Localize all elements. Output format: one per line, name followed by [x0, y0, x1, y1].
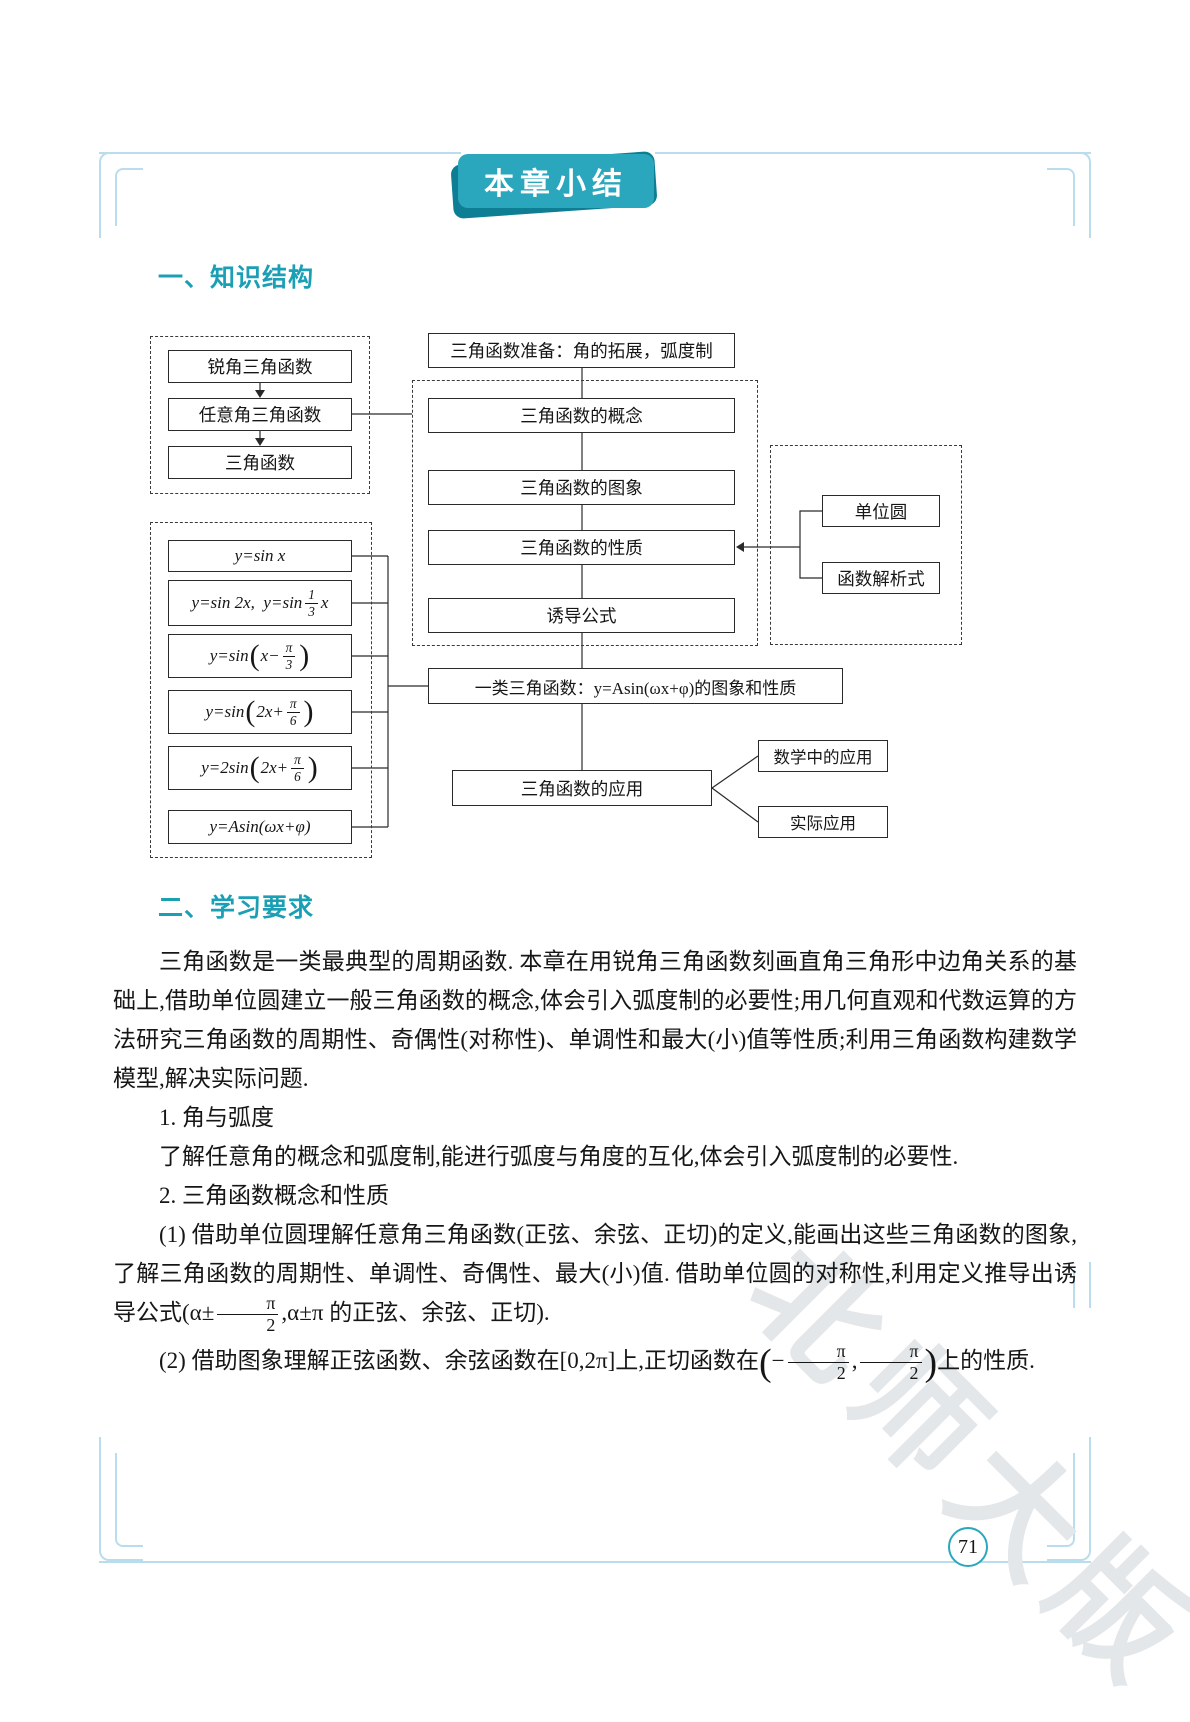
- frame-corner-top-left-outer: [99, 152, 143, 238]
- flow-box-analytic-expression: 函数解析式: [822, 562, 940, 594]
- page-number-badge: 71: [948, 1527, 988, 1567]
- right-paren: ): [307, 751, 318, 784]
- frame-corner-top-left-inner: [115, 168, 143, 226]
- formula-text: x: [320, 593, 329, 612]
- sub2-text: (2) 借助图象理解正弦函数、余弦函数在[0,2π]上,正切函数在: [159, 1347, 759, 1373]
- learning-requirements-text: 三角函数是一类最典型的周期函数. 本章在用锐角三角函数刻画直角三角形中边角关系的…: [113, 942, 1077, 1383]
- formula-text: y=2sin: [201, 758, 249, 777]
- paragraph-overview: 三角函数是一类最典型的周期函数. 本章在用锐角三角函数刻画直角三角形中边角关系的…: [113, 949, 1077, 1091]
- frame-corner-bottom-left-outer: [99, 1437, 143, 1561]
- flow-box-induction-formulas: 诱导公式: [428, 598, 735, 633]
- item-2-title: 2. 三角函数概念和性质: [159, 1183, 389, 1208]
- page-number: 71: [958, 1535, 978, 1558]
- flow-box-acute-trig: 锐角三角函数: [168, 350, 352, 383]
- chapter-summary-banner: 本章小结: [458, 154, 654, 208]
- dashed-group-formulas: [150, 522, 372, 858]
- textbook-page: { "colors": { "accent_teal": "#2aa7bc", …: [99, 150, 1190, 1717]
- heading-learning-requirements: 二、学习要求: [158, 894, 315, 922]
- left-paren: (: [759, 1341, 772, 1384]
- formula-text: y=sin 2x, y=sin: [191, 593, 303, 612]
- frame-top-line-right: [655, 152, 1091, 154]
- frame-right-segment-outer: [1089, 1262, 1091, 1308]
- flow-box-family: 一类三角函数：y=Asin(ωx+φ)的图象和性质: [428, 668, 843, 704]
- right-paren: ): [924, 1341, 938, 1384]
- frame-corner-top-right-inner: [1047, 168, 1075, 226]
- flow-box-applications: 三角函数的应用: [452, 770, 712, 806]
- sub1-text: (1) 借助单位圆理解任意角三角函数(正弦、余弦、正切)的定义,能画出这些三角函…: [113, 1222, 1077, 1325]
- flow-box-graph: 三角函数的图象: [428, 470, 735, 505]
- dashed-group-tools: [770, 445, 962, 645]
- heading-knowledge-structure: 一、知识结构: [158, 264, 315, 292]
- frame-right-segment-inner: [1073, 1270, 1075, 1308]
- frame-corner-bottom-right-inner: [1047, 1453, 1075, 1547]
- frame-corner-top-right-outer: [1047, 152, 1091, 238]
- item-2-sub1: (1) 借助单位圆理解任意角三角函数(正弦、余弦、正切)的定义,能画出这些三角函…: [113, 1215, 1077, 1335]
- sub2-text: 上的性质.: [937, 1347, 1035, 1373]
- left-paren: (: [249, 751, 260, 784]
- flow-box-math-applications: 数学中的应用: [758, 740, 888, 772]
- flow-box-trig-functions: 三角函数: [168, 446, 352, 479]
- flow-box-preparation: 三角函数准备：角的拓展，弧度制: [428, 333, 735, 368]
- frame-bottom-line: [99, 1561, 1091, 1563]
- flow-box-properties: 三角函数的性质: [428, 530, 735, 565]
- formula-text: y=sin: [209, 646, 249, 665]
- flow-box-formula-sinx: y=sin x: [168, 540, 352, 572]
- dashed-group-angle-chain: [150, 336, 370, 494]
- left-paren: (: [249, 639, 260, 672]
- flow-box-concept: 三角函数的概念: [428, 398, 735, 433]
- formula-text: x−: [260, 646, 280, 665]
- frame-corner-bottom-left-inner: [115, 1453, 143, 1547]
- formula-text: 2x+: [256, 702, 284, 721]
- frame-corner-bottom-right-outer: [1047, 1437, 1091, 1561]
- banner-title: 本章小结: [484, 168, 628, 201]
- flow-box-practical-applications: 实际应用: [758, 806, 888, 838]
- item-1-text: 了解任意角的概念和弧度制,能进行弧度与角度的互化,体会引入弧度制的必要性.: [159, 1144, 959, 1169]
- formula-text: y=sin: [205, 702, 245, 721]
- frame-top-line-left: [99, 152, 461, 154]
- right-paren: ): [299, 639, 310, 672]
- left-paren: (: [245, 695, 256, 728]
- flow-box-formula-asin: y=Asin(ωx+φ): [168, 810, 352, 844]
- flow-box-unit-circle: 单位圆: [822, 495, 940, 527]
- sub1-text: ,α±π 的正弦、余弦、正切).: [281, 1300, 550, 1325]
- item-1-title: 1. 角与弧度: [159, 1105, 274, 1130]
- dashed-group-core-concepts: [412, 380, 758, 646]
- right-paren: ): [303, 695, 314, 728]
- formula-text: 2x+: [260, 758, 289, 777]
- flow-box-any-angle-trig: 任意角三角函数: [168, 398, 352, 431]
